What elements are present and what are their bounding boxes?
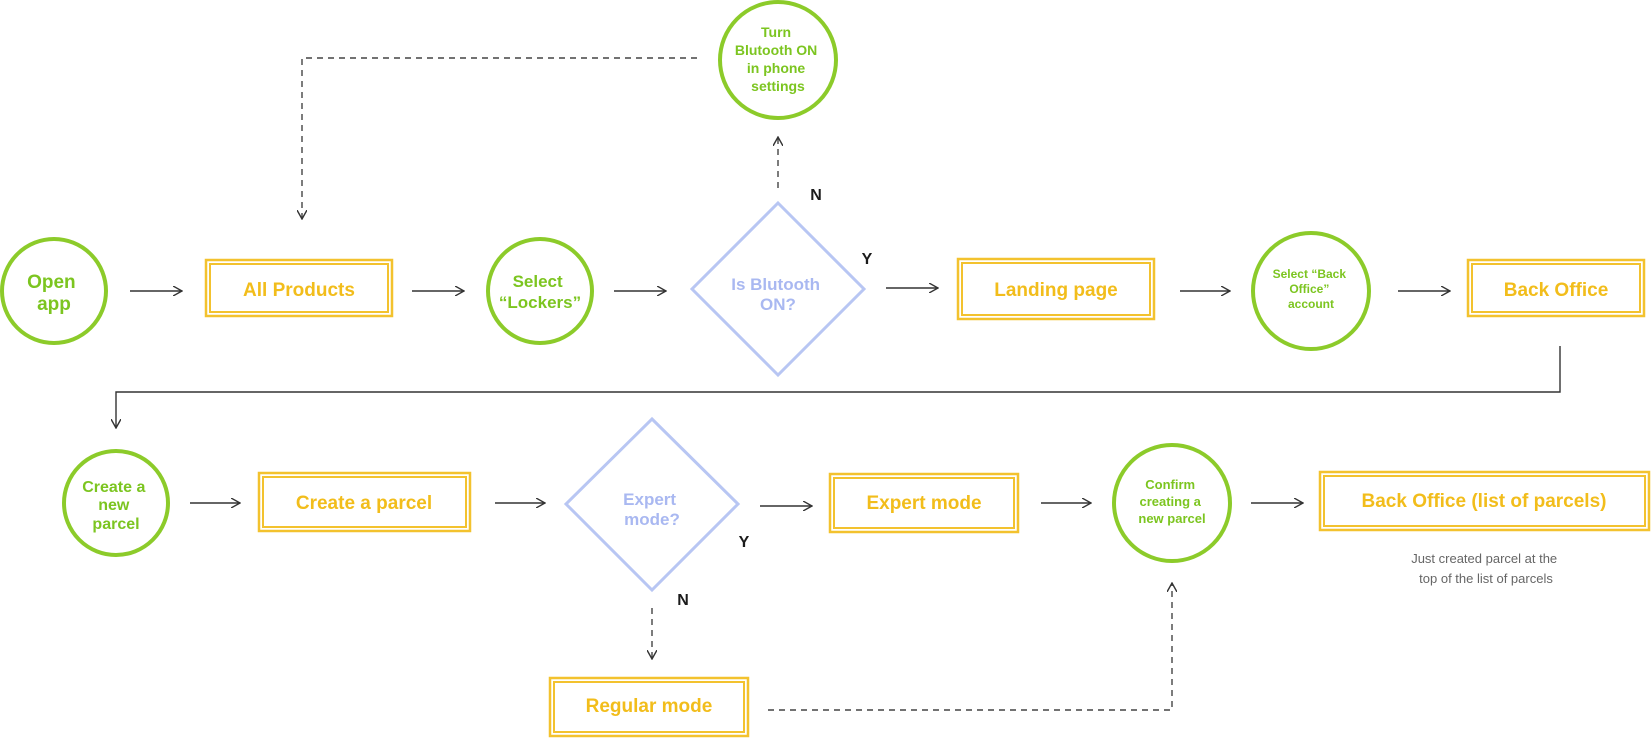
svg-text:Expert mode?: Expert mode?	[623, 490, 681, 529]
node-turn-bluetooth-line1: Turn	[761, 24, 791, 40]
svg-text:Is Blutooth ON?: Is Blutooth ON?	[731, 275, 825, 314]
node-select-back-office: Select “Back Office” account	[1251, 231, 1371, 351]
svg-text:Open app: Open app	[27, 272, 81, 315]
node-open-app: Open app	[0, 237, 108, 345]
node-back-office-list-label: Back Office (list of parcels)	[1362, 491, 1607, 512]
node-select-lockers-line2: “Lockers”	[499, 293, 581, 312]
node-confirm-parcel-line1: Confirm	[1145, 477, 1195, 492]
node-is-bluetooth-line2: ON?	[760, 295, 796, 314]
note-just-created-parcel: Just created parcel at the top of the li…	[1411, 551, 1561, 586]
node-landing-page-label: Landing page	[994, 280, 1118, 301]
svg-text:Select “Back Office”: Select “Back Office” account	[1273, 267, 1350, 311]
node-open-app-line2: app	[37, 294, 71, 315]
node-confirm-parcel-line3: new parcel	[1138, 511, 1205, 526]
node-turn-bluetooth-line2: Blutooth ON	[735, 42, 817, 58]
node-create-new-parcel: Create a new parcel	[62, 449, 170, 557]
node-select-back-office-line2: Office”	[1289, 282, 1329, 296]
node-select-lockers-line1: Select	[513, 272, 563, 291]
svg-text:Confirm creating a: Confirm creating a new parcel	[1138, 477, 1205, 526]
node-is-bluetooth-line1: Is Blutooth	[731, 275, 820, 294]
node-expert-mode: Expert mode	[828, 472, 1020, 534]
node-open-app-line1: Open	[27, 272, 76, 293]
node-create-new-parcel-line1: Create a	[82, 479, 145, 496]
node-all-products-label: All Products	[243, 280, 355, 301]
svg-text:Select “Lockers”: Select “Lockers”	[499, 272, 581, 312]
node-create-a-parcel: Create a parcel	[257, 471, 472, 533]
node-turn-bluetooth-line4: settings	[751, 78, 805, 94]
arrow-regular-to-confirm	[768, 583, 1172, 711]
node-confirm-parcel: Confirm creating a new parcel	[1112, 443, 1232, 563]
node-select-back-office-line3: account	[1288, 297, 1334, 311]
node-create-a-parcel-label: Create a parcel	[296, 493, 432, 514]
node-turn-bluetooth-on: Turn Blutooth ON in phone settings	[718, 0, 838, 120]
node-regular-mode: Regular mode	[548, 676, 750, 738]
label-bluetooth-yes: Y	[862, 251, 873, 268]
node-all-products: All Products	[204, 258, 394, 318]
node-expert-mode-question: Expert mode?	[563, 416, 741, 593]
node-confirm-parcel-line2: creating a	[1139, 494, 1201, 509]
node-expert-mode-label: Expert mode	[866, 493, 981, 514]
node-select-lockers: Select “Lockers”	[486, 237, 594, 345]
node-expert-mode-q-line1: Expert	[623, 490, 676, 509]
label-expert-no: N	[677, 592, 689, 609]
node-select-back-office-line1: Select “Back	[1273, 267, 1347, 281]
node-turn-bluetooth-line3: in phone	[747, 60, 806, 76]
node-back-office-list: Back Office (list of parcels)	[1318, 470, 1651, 532]
node-expert-mode-q-line2: mode?	[624, 510, 680, 529]
node-regular-mode-label: Regular mode	[586, 696, 713, 717]
node-is-bluetooth-on: Is Blutooth ON?	[689, 200, 867, 378]
svg-text:Turn Blutooth ON i: Turn Blutooth ON in phone settings	[735, 24, 821, 94]
node-back-office: Back Office	[1466, 258, 1646, 318]
node-create-new-parcel-line3: parcel	[92, 516, 139, 533]
node-create-new-parcel-line2: new	[98, 497, 130, 514]
label-expert-yes: Y	[739, 534, 750, 551]
node-back-office-label: Back Office	[1504, 280, 1609, 301]
node-landing-page: Landing page	[956, 257, 1156, 321]
connectors	[116, 57, 1561, 711]
arrow-backoffice-to-create	[116, 346, 1561, 428]
arrow-turn-on-to-products	[302, 57, 697, 219]
note-line2: top of the list of parcels	[1419, 571, 1553, 586]
label-bluetooth-no: N	[810, 187, 822, 204]
note-line1: Just created parcel at the	[1411, 551, 1557, 566]
svg-text:Create a new parce: Create a new parcel	[82, 479, 150, 533]
